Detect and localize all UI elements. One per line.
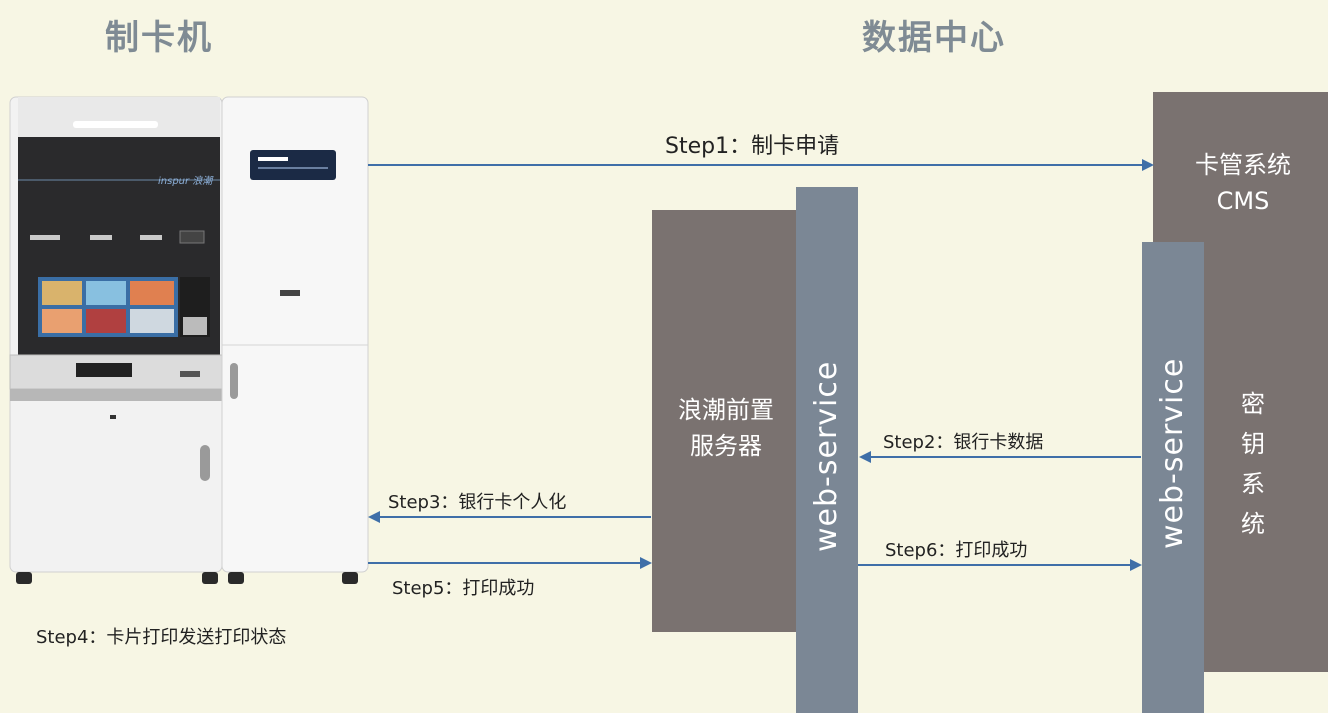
step6-label: Step6：打印成功 [885,540,1028,561]
key-system-char: 系 [1241,470,1265,498]
cms-label-line2: CMS [1216,187,1270,215]
cms-label-line1: 卡管系统 [1195,151,1291,179]
step2-label: Step2：银行卡数据 [883,432,1044,453]
step3-label: Step3：银行卡个人化 [388,492,567,513]
front-server-label: 浪潮前置 服务器 [652,392,800,464]
front-server-label-line2: 服务器 [690,432,762,460]
card-machine-title: 制卡机 [105,18,213,58]
key-system-label: 密 钥 系 统 [1233,384,1273,544]
card-machine-illustration: inspur 浪潮 [9,96,369,584]
key-system-char: 钥 [1241,430,1265,458]
step1-label: Step1：制卡申请 [665,134,840,159]
key-system-char: 密 [1241,390,1265,418]
front-server-label-line1: 浪潮前置 [678,396,774,424]
front-server-box: 浪潮前置 服务器 [652,210,800,632]
step5-label: Step5：打印成功 [392,578,535,599]
web-service-bar-left: web-service [796,187,858,713]
key-system-char: 统 [1241,510,1265,538]
machine-brand: inspur 浪潮 [158,175,214,187]
web-service-bar-right: web-service [1142,242,1204,713]
data-center-title: 数据中心 [862,18,1006,58]
cms-label: 卡管系统 CMS [1173,147,1313,219]
step4-label: Step4：卡片打印发送打印状态 [36,627,287,648]
